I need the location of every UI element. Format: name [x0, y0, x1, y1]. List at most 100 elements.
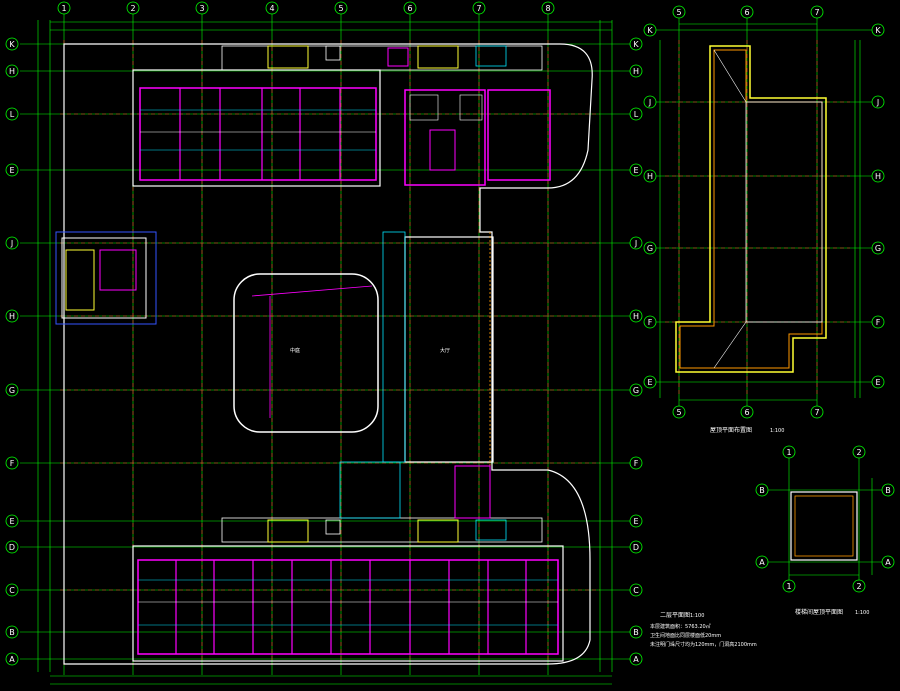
grid-label: H — [633, 312, 639, 321]
stair-bubble-left: B — [755, 483, 769, 497]
grid-label: H — [9, 67, 15, 76]
grid-bubble-left: E — [5, 514, 19, 528]
grid-label: A — [633, 655, 639, 664]
grid-label: 7 — [814, 408, 819, 417]
grid-label: G — [9, 386, 15, 395]
grid-label: G — [875, 244, 881, 253]
stair-bubble-right: A — [881, 555, 895, 569]
left-stair-block — [55, 231, 157, 325]
svg-text:中庭: 中庭 — [290, 347, 300, 354]
grid-label: B — [633, 628, 639, 637]
grid-label: E — [9, 517, 14, 526]
grid-label: E — [633, 517, 638, 526]
bottom-stair-corridor — [221, 461, 543, 543]
grid-label: J — [634, 239, 637, 248]
central-hall: 大厅 — [382, 231, 491, 466]
grid-label: A — [9, 655, 15, 664]
roof-bubble-left: J — [643, 95, 657, 109]
grid-label: 5 — [676, 8, 681, 17]
grid-label: K — [647, 26, 653, 35]
grid-label: H — [647, 172, 653, 181]
top-stair-corridor — [221, 45, 543, 71]
grid-label: 1 — [61, 4, 66, 13]
grid-label: 7 — [476, 4, 481, 13]
grid-label: K — [875, 26, 881, 35]
note-1: 本层建筑面积：5763.20㎡ — [650, 623, 711, 630]
grid-label: 1 — [786, 582, 791, 591]
roof-bubble-right: H — [871, 169, 885, 183]
stair-roof-title: 楼梯间屋顶平面图 — [795, 608, 843, 616]
grid-label: 2 — [856, 448, 861, 457]
grid-label: 5 — [338, 4, 343, 13]
grid-label: 3 — [199, 4, 204, 13]
main-floor-plan: 中庭 大厅 — [5, 1, 757, 685]
stair-bubble-bottom: 2 — [852, 579, 866, 593]
grid-label: 5 — [676, 408, 681, 417]
grid-bubble-right: K — [629, 37, 643, 51]
grid-bubble-right: F — [629, 456, 643, 470]
grid-bubble-right: G — [629, 383, 643, 397]
grid-label: F — [10, 459, 15, 468]
grid-label: K — [633, 40, 639, 49]
roof-bubble-left: H — [643, 169, 657, 183]
grid-bubble-right: E — [629, 514, 643, 528]
bottom-wing-rooms — [137, 559, 559, 655]
grid-label: 8 — [545, 4, 550, 13]
roof-plan-title: 屋顶平面布置图 — [710, 426, 752, 434]
grid-bubble-top: 4 — [265, 1, 279, 15]
grid-bubble-left: B — [5, 625, 19, 639]
axis-lines — [60, 40, 600, 665]
roof-bubble-right: F — [871, 315, 885, 329]
stair-bubble-left: A — [755, 555, 769, 569]
grid-bubble-top: 3 — [195, 1, 209, 15]
grid-label: K — [9, 40, 15, 49]
roof-bubble-top: 5 — [672, 5, 686, 19]
roof-bubble-right: J — [871, 95, 885, 109]
note-3: 未注明门垛尺寸均为120mm，门洞高2100mm — [650, 641, 757, 648]
grid-label: 4 — [269, 4, 274, 13]
grid-label: C — [9, 586, 15, 595]
grid-label: H — [633, 67, 639, 76]
grid-bubble-left: L — [5, 107, 19, 121]
grid-label: E — [9, 166, 14, 175]
building-outline — [63, 43, 593, 665]
stair-bubble-top: 1 — [782, 445, 796, 459]
top-wing-rooms — [139, 87, 551, 186]
grid-label: D — [633, 543, 639, 552]
grid-bubble-right: H — [629, 64, 643, 78]
grid-label: H — [9, 312, 15, 321]
grid-label: B — [9, 628, 15, 637]
roof-bubble-left: F — [643, 315, 657, 329]
grid-bubble-right: L — [629, 107, 643, 121]
grid-label: F — [648, 318, 653, 327]
roof-bubble-bottom: 5 — [672, 405, 686, 419]
grid-label: A — [759, 558, 765, 567]
grid-label: J — [10, 239, 13, 248]
grid-bubble-top: 1 — [57, 1, 71, 15]
grid-label: B — [759, 486, 765, 495]
grid-label: G — [647, 244, 653, 253]
grid-bubble-top: 7 — [472, 1, 486, 15]
roof-bubble-right: G — [871, 241, 885, 255]
grid-label: E — [647, 378, 652, 387]
grid-bubble-top: 2 — [126, 1, 140, 15]
courtyard: 中庭 — [233, 273, 379, 433]
grid-bubble-right: E — [629, 163, 643, 177]
grid-label: J — [876, 98, 879, 107]
stair-bubble-top: 2 — [852, 445, 866, 459]
plan-notes: 二层平面图 1:100 本层建筑面积：5763.20㎡ 卫生间地面比同层楼面低2… — [650, 612, 757, 648]
note-2: 卫生间地面比同层楼面低20mm — [650, 632, 721, 639]
grid-bubble-left: C — [5, 583, 19, 597]
roof-bubble-top: 6 — [740, 5, 754, 19]
grid-bubble-right: C — [629, 583, 643, 597]
stair-bubble-right: B — [881, 483, 895, 497]
grid-bubble-left: F — [5, 456, 19, 470]
grid-bubble-left: G — [5, 383, 19, 397]
grid-label: H — [875, 172, 881, 181]
grid-label: L — [634, 110, 639, 119]
